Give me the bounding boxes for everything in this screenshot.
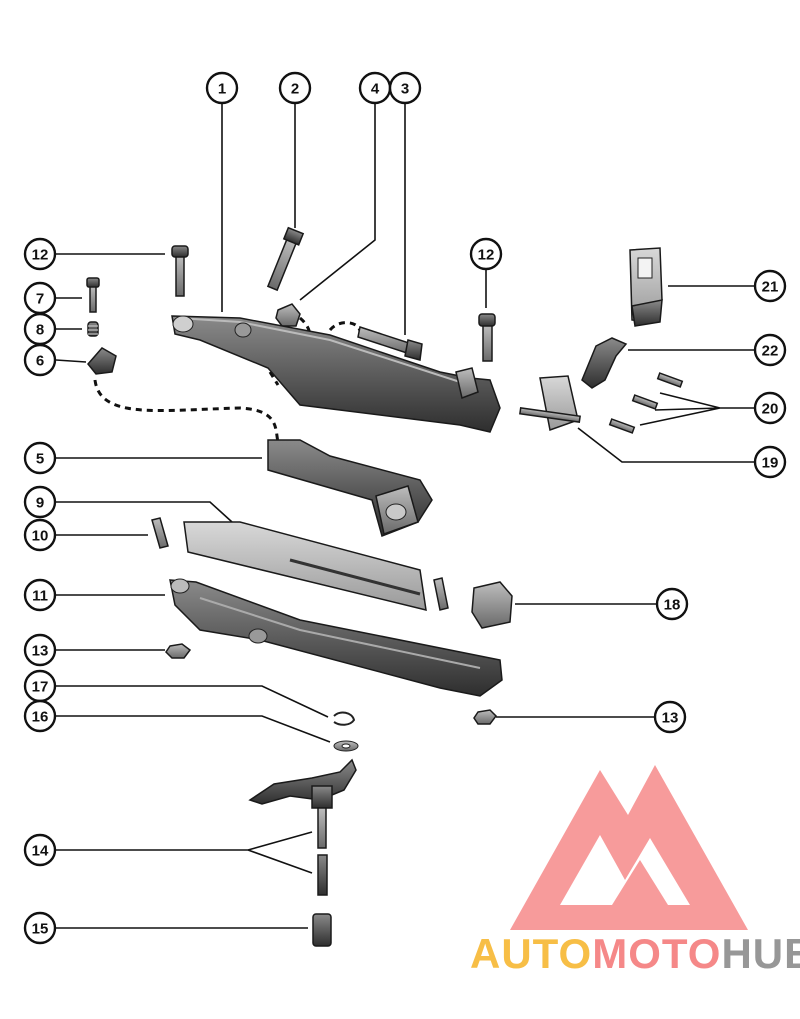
callout-21-number: 21 [762,279,779,296]
logo-triangle-inner [612,860,668,905]
part-8-spring [87,321,99,337]
callout-8: 8 [23,312,57,346]
callout-7: 7 [23,281,57,315]
part-6-link [87,347,117,375]
watermark: AUTOMOTOHUB [470,765,800,977]
watermark-wordmark: AUTOMOTOHUB [470,930,800,977]
callout-15-number: 15 [32,921,49,938]
callout-1: 1 [205,71,239,105]
watermark-word-auto: AUTO [470,930,592,977]
part-19-block [519,375,581,432]
callout-14: 14 [23,833,57,867]
callout-10-number: 10 [32,528,49,545]
callout-10: 10 [23,518,57,552]
callout-2: 2 [278,71,312,105]
watermark-logo-mark [510,765,748,930]
part-14-shift-fork-shaft [248,758,357,896]
callout-11: 11 [23,578,57,612]
callout-20: 20 [753,391,787,425]
callout-18: 18 [655,587,689,621]
leader-4 [299,103,376,301]
part-7-screw [86,277,100,313]
callout-13-left: 13 [23,633,57,667]
callout-21: 21 [753,269,787,303]
callout-5: 5 [23,441,57,475]
leader-16 [56,715,331,743]
callout-13-right: 13 [653,700,687,734]
leader-9 [56,501,233,523]
callout-20-number: 20 [762,401,779,418]
callout-3-number: 3 [401,81,409,98]
callout-11-number: 11 [32,588,48,605]
leader-19 [577,427,754,463]
dash-link-to-bracket [93,379,280,443]
leader-17 [56,685,329,718]
part-13-nut-left [165,643,192,659]
leader-lines [55,103,754,929]
callout-2-number: 2 [291,81,299,98]
callout-5-number: 5 [36,451,44,468]
callout-9: 9 [23,485,57,519]
callout-7-number: 7 [36,291,44,308]
part-22-clip [581,337,628,389]
callout-3: 3 [388,71,422,105]
part-12-bolt-left [171,245,189,297]
callout-13-right-number: 13 [662,710,679,727]
part-10-key [151,517,169,549]
leader-14 [56,831,313,874]
part-11-lower-arm [169,578,503,697]
callout-15: 15 [23,911,57,945]
leader-20 [639,392,754,426]
callout-17-number: 17 [32,679,49,696]
callout-12-right-number: 12 [478,247,495,264]
callout-13-left-number: 13 [32,643,49,660]
part-17-clip [333,711,356,726]
callouts: 1 2 4 3 12 12 21 7 8 6 22 20 5 19 9 10 1… [23,71,787,945]
dash-bolt-to-arm [328,321,362,333]
part-10-key-right [433,577,449,611]
part-9-rail [183,521,427,611]
callout-8-number: 8 [36,322,44,339]
part-18-pad [471,581,513,629]
part-2-bolt [266,226,305,292]
dash-arm-small [268,371,280,386]
callout-22-number: 22 [762,343,779,360]
part-1-arm [171,315,501,433]
callout-4-number: 4 [371,81,380,98]
part-20-pins [608,372,684,434]
leader-6 [55,359,87,363]
callout-18-number: 18 [664,597,681,614]
callout-19: 19 [753,445,787,479]
part-15-sleeve [312,913,332,947]
part-12-bolt-right [478,313,496,362]
callout-19-number: 19 [762,455,779,472]
part-16-washer [333,740,359,752]
callout-9-number: 9 [36,495,44,512]
part-3-bolt [357,326,423,361]
logo-triangle-outer [510,765,748,930]
callout-1-number: 1 [218,81,226,98]
callout-6-number: 6 [36,353,44,370]
callout-12-left-number: 12 [32,247,49,264]
watermark-word-hub: HUB [721,930,800,977]
callout-16-number: 16 [32,709,49,726]
callout-6: 6 [23,343,57,377]
part-5-bracket [267,439,433,537]
watermark-word-moto: MOTO [592,930,721,977]
callout-16: 16 [23,699,57,733]
callout-12-right: 12 [469,237,503,271]
part-21-bracket [629,247,663,327]
part-13-nut-right [473,709,497,725]
callout-22: 22 [753,333,787,367]
callout-17: 17 [23,669,57,703]
part-4-nut [275,303,301,327]
callout-14-number: 14 [32,843,49,860]
callout-12-left: 12 [23,237,57,271]
callout-4: 4 [358,71,392,105]
